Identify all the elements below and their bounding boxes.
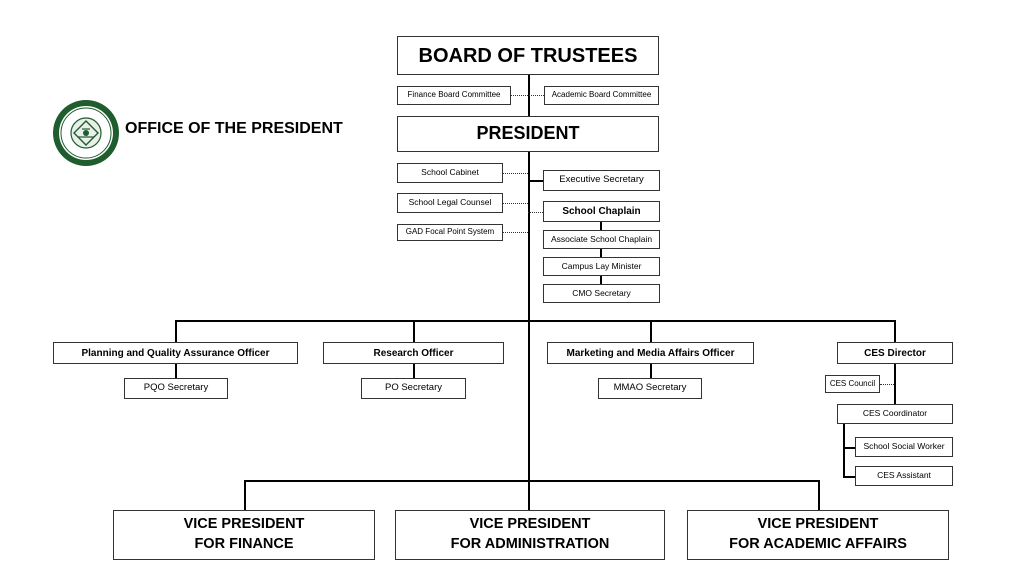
school-cabinet-box: School Cabinet xyxy=(397,163,503,183)
ces-coord-line xyxy=(843,424,845,477)
academic-committee-box: Academic Board Committee xyxy=(544,86,659,105)
mmao-box: Marketing and Media Affairs Officer xyxy=(547,342,754,364)
pqo-sec-drop xyxy=(175,364,177,378)
president-box: PRESIDENT xyxy=(397,116,659,152)
cmo-secretary-box: CMO Secretary xyxy=(543,284,660,303)
vp-finance-line2: FOR FINANCE xyxy=(194,536,294,552)
campus-lay-minister-box: Campus Lay Minister xyxy=(543,257,660,276)
ces-coordinator-box: CES Coordinator xyxy=(837,404,953,424)
ces-director-box: CES Director xyxy=(837,342,953,364)
chaplain-dotted-line xyxy=(528,212,543,213)
exec-sec-line xyxy=(528,180,543,182)
ces-council-dotted-line xyxy=(880,384,894,385)
legal-dotted-line xyxy=(503,203,528,204)
vp-academic-line1: VICE PRESIDENT xyxy=(757,516,879,533)
pqao-box: Planning and Quality Assurance Officer xyxy=(53,342,298,364)
school-chaplain-box: School Chaplain xyxy=(543,201,660,222)
trunk-line xyxy=(528,74,530,511)
vp-finance-drop xyxy=(244,480,246,511)
po-sec-drop xyxy=(413,364,415,378)
chaplain-chain-line-1 xyxy=(600,222,602,230)
executive-secretary-box: Executive Secretary xyxy=(543,170,660,191)
cabinet-dotted-line xyxy=(503,173,528,174)
ces-tree-line xyxy=(894,364,896,404)
gad-dotted-line xyxy=(503,232,528,233)
office-title: OFFICE OF THE PRESIDENT xyxy=(125,120,343,137)
social-worker-box: School Social Worker xyxy=(855,437,953,457)
finance-committee-box: Finance Board Committee xyxy=(397,86,511,105)
committee-dotted-line xyxy=(511,95,544,96)
mmao-drop xyxy=(650,320,652,342)
vp-admin-line2: FOR ADMINISTRATION xyxy=(450,536,610,552)
mmao-sec-drop xyxy=(650,364,652,378)
chaplain-chain-line-3 xyxy=(600,276,602,284)
vp-finance-box: VICE PRESIDENT FOR FINANCE xyxy=(113,510,375,560)
social-worker-line xyxy=(843,447,855,449)
institution-seal-icon xyxy=(52,99,120,167)
pqo-secretary-box: PQO Secretary xyxy=(124,378,228,399)
legal-counsel-box: School Legal Counsel xyxy=(397,193,503,213)
vp-finance-line1: VICE PRESIDENT xyxy=(183,516,305,533)
research-officer-box: Research Officer xyxy=(323,342,504,364)
gad-focal-box: GAD Focal Point System xyxy=(397,224,503,241)
ces-drop xyxy=(894,320,896,342)
ces-council-box: CES Council xyxy=(825,375,880,393)
pqao-drop xyxy=(175,320,177,342)
research-drop xyxy=(413,320,415,342)
mmao-secretary-box: MMAO Secretary xyxy=(598,378,702,399)
chaplain-chain-line-2 xyxy=(600,249,602,257)
offices-bar xyxy=(175,320,895,322)
po-secretary-box: PO Secretary xyxy=(361,378,466,399)
vp-bar xyxy=(244,480,819,482)
vp-academic-drop xyxy=(818,480,820,511)
associate-chaplain-box: Associate School Chaplain xyxy=(543,230,660,249)
vp-admin-line1: VICE PRESIDENT xyxy=(469,516,591,533)
board-of-trustees-box: BOARD OF TRUSTEES xyxy=(397,36,659,75)
vp-administration-box: VICE PRESIDENT FOR ADMINISTRATION xyxy=(395,510,665,560)
ces-assistant-line xyxy=(843,476,855,478)
vp-academic-line2: FOR ACADEMIC AFFAIRS xyxy=(729,536,907,552)
ces-assistant-box: CES Assistant xyxy=(855,466,953,486)
vp-academic-box: VICE PRESIDENT FOR ACADEMIC AFFAIRS xyxy=(687,510,949,560)
